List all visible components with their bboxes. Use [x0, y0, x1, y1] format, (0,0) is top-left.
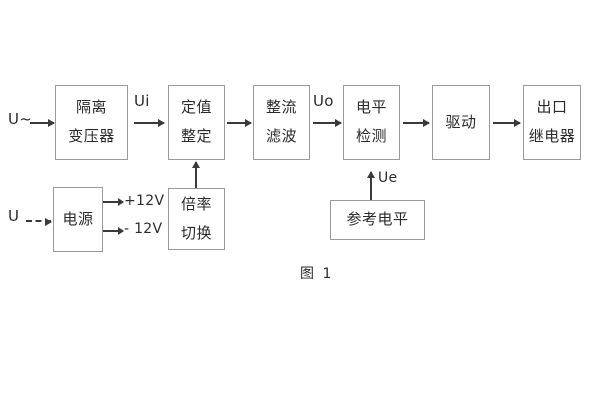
- block-output-relay: 出口 继电器: [523, 85, 581, 160]
- block-output-relay-line2: 继电器: [528, 127, 576, 145]
- block-reference-level: 参考电平: [330, 200, 425, 240]
- block-multiplier-switch: 倍率 切换: [168, 188, 225, 250]
- figure-caption: 图 1: [300, 266, 334, 282]
- block-power-supply: 电源: [53, 187, 103, 252]
- arrow-reference-level-to-level-detection: [370, 172, 372, 200]
- arrow-multiplier-switch-to-setting-value: [195, 162, 197, 188]
- arrow-setting-value-to-rectify-filter: [227, 122, 251, 124]
- arrow-rail-positive: [103, 201, 123, 203]
- arrow-drive-to-output-relay: [493, 122, 520, 124]
- block-multiplier-switch-line1: 倍率: [180, 194, 212, 213]
- block-isolation-transformer-line2: 变压器: [68, 127, 115, 145]
- block-power-supply-line1: 电源: [62, 209, 94, 228]
- arrow-input-ac-to-isolation-transformer: [30, 122, 54, 124]
- arrow-rail-negative: [103, 230, 123, 232]
- block-output-relay-line1: 出口: [536, 98, 568, 117]
- block-level-detection-line2: 检测: [355, 127, 387, 145]
- signal-uo-label: Uo: [313, 92, 334, 110]
- input-dc-label: U: [8, 207, 20, 225]
- block-isolation-transformer-line1: 隔离: [75, 98, 107, 117]
- signal-ue-label: Ue: [378, 170, 398, 186]
- arrow-level-detection-to-drive: [403, 122, 429, 124]
- arrow-input-dc-to-power-supply: [26, 220, 51, 222]
- block-level-detection: 电平 检测: [343, 85, 400, 160]
- signal-ui-label: Ui: [134, 92, 150, 110]
- rail-negative-label: - 12V: [124, 221, 163, 237]
- block-multiplier-switch-line2: 切换: [180, 223, 212, 242]
- block-setting-value-line2: 整定: [180, 127, 212, 145]
- block-reference-level-line1: 参考电平: [346, 210, 409, 229]
- arrow-isolation-transformer-to-setting-value: [134, 122, 164, 124]
- block-setting-value: 定值 整定: [168, 85, 225, 160]
- rail-positive-label: +12V: [124, 193, 165, 209]
- block-drive: 驱动: [432, 85, 490, 160]
- arrow-rectify-filter-to-level-detection: [313, 122, 341, 124]
- block-rectify-filter: 整流 滤波: [253, 85, 310, 160]
- block-rectify-filter-line2: 滤波: [265, 127, 297, 145]
- input-ac-label: U~: [8, 110, 33, 128]
- block-rectify-filter-line1: 整流: [265, 98, 297, 117]
- block-setting-value-line1: 定值: [180, 98, 212, 117]
- block-isolation-transformer: 隔离 变压器: [55, 85, 128, 160]
- block-drive-line1: 驱动: [445, 112, 477, 131]
- block-level-detection-line1: 电平: [355, 98, 387, 117]
